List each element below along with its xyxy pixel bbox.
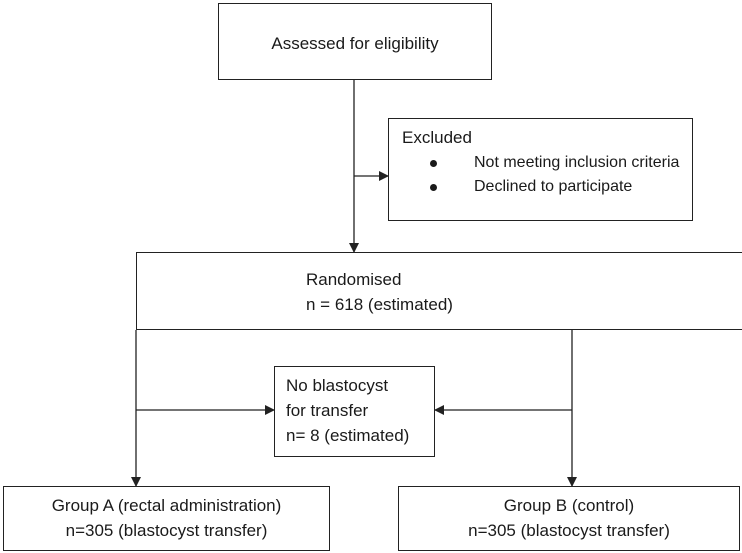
- assessed-box: Assessed for eligibility: [218, 3, 492, 80]
- excluded-item: Not meeting inclusion criteria: [430, 151, 679, 175]
- bullet-icon: [430, 160, 437, 167]
- group-b-box: Group B (control) n=305 (blastocyst tran…: [398, 486, 740, 551]
- group-b-count: n=305 (blastocyst transfer): [468, 521, 670, 540]
- excluded-list: Not meeting inclusion criteria Declined …: [430, 151, 679, 199]
- excluded-item: Declined to participate: [430, 175, 679, 199]
- group-b-title: Group B (control): [503, 496, 635, 515]
- excluded-box: Excluded Not meeting inclusion criteria …: [388, 118, 693, 221]
- assessed-label: Assessed for eligibility: [271, 34, 439, 53]
- excluded-item-label: Declined to participate: [474, 178, 633, 195]
- group-a-count: n=305 (blastocyst transfer): [65, 521, 268, 540]
- no-blastocyst-box: No blastocyst for transfer n= 8 (estimat…: [274, 366, 435, 457]
- no-blastocyst-line-1: No blastocyst: [286, 376, 389, 395]
- group-a-title: Group A (rectal administration): [51, 496, 282, 515]
- excluded-item-label: Not meeting inclusion criteria: [474, 154, 680, 171]
- randomised-count: n = 618 (estimated): [306, 295, 453, 314]
- no-blastocyst-line-3: n= 8 (estimated): [286, 426, 410, 445]
- randomised-title: Randomised: [306, 270, 402, 289]
- randomised-box: Randomised n = 618 (estimated): [136, 252, 742, 330]
- group-a-box: Group A (rectal administration) n=305 (b…: [3, 486, 330, 551]
- no-blastocyst-line-2: for transfer: [286, 401, 369, 420]
- excluded-title: Excluded: [402, 128, 472, 147]
- bullet-icon: [430, 184, 437, 191]
